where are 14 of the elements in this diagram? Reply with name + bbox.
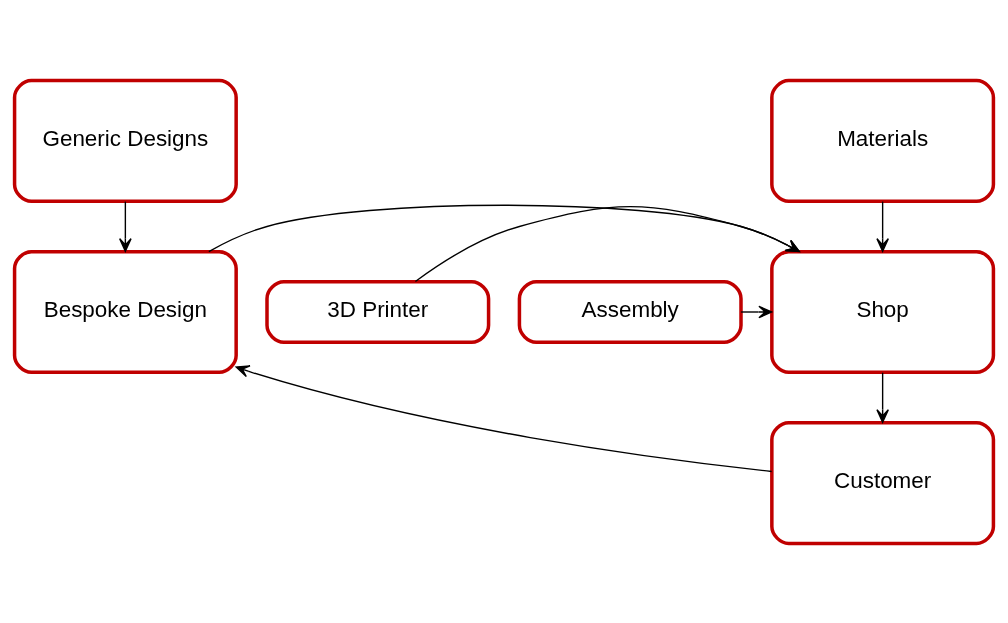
node-box: Generic Designs bbox=[12, 78, 238, 203]
arrow bbox=[414, 205, 800, 282]
node-box: Bespoke Design bbox=[12, 249, 238, 374]
node-box: 3D Printer bbox=[265, 279, 491, 344]
arrow bbox=[876, 371, 890, 423]
node-box: Customer bbox=[770, 420, 996, 545]
arrow bbox=[119, 200, 132, 252]
arrow bbox=[235, 364, 773, 472]
node-box: Materials bbox=[770, 78, 996, 203]
node-box: Assembly bbox=[517, 279, 743, 344]
arrow bbox=[208, 204, 800, 252]
arrow bbox=[876, 200, 890, 252]
node-box: Shop bbox=[770, 249, 996, 374]
arrow bbox=[740, 305, 773, 318]
